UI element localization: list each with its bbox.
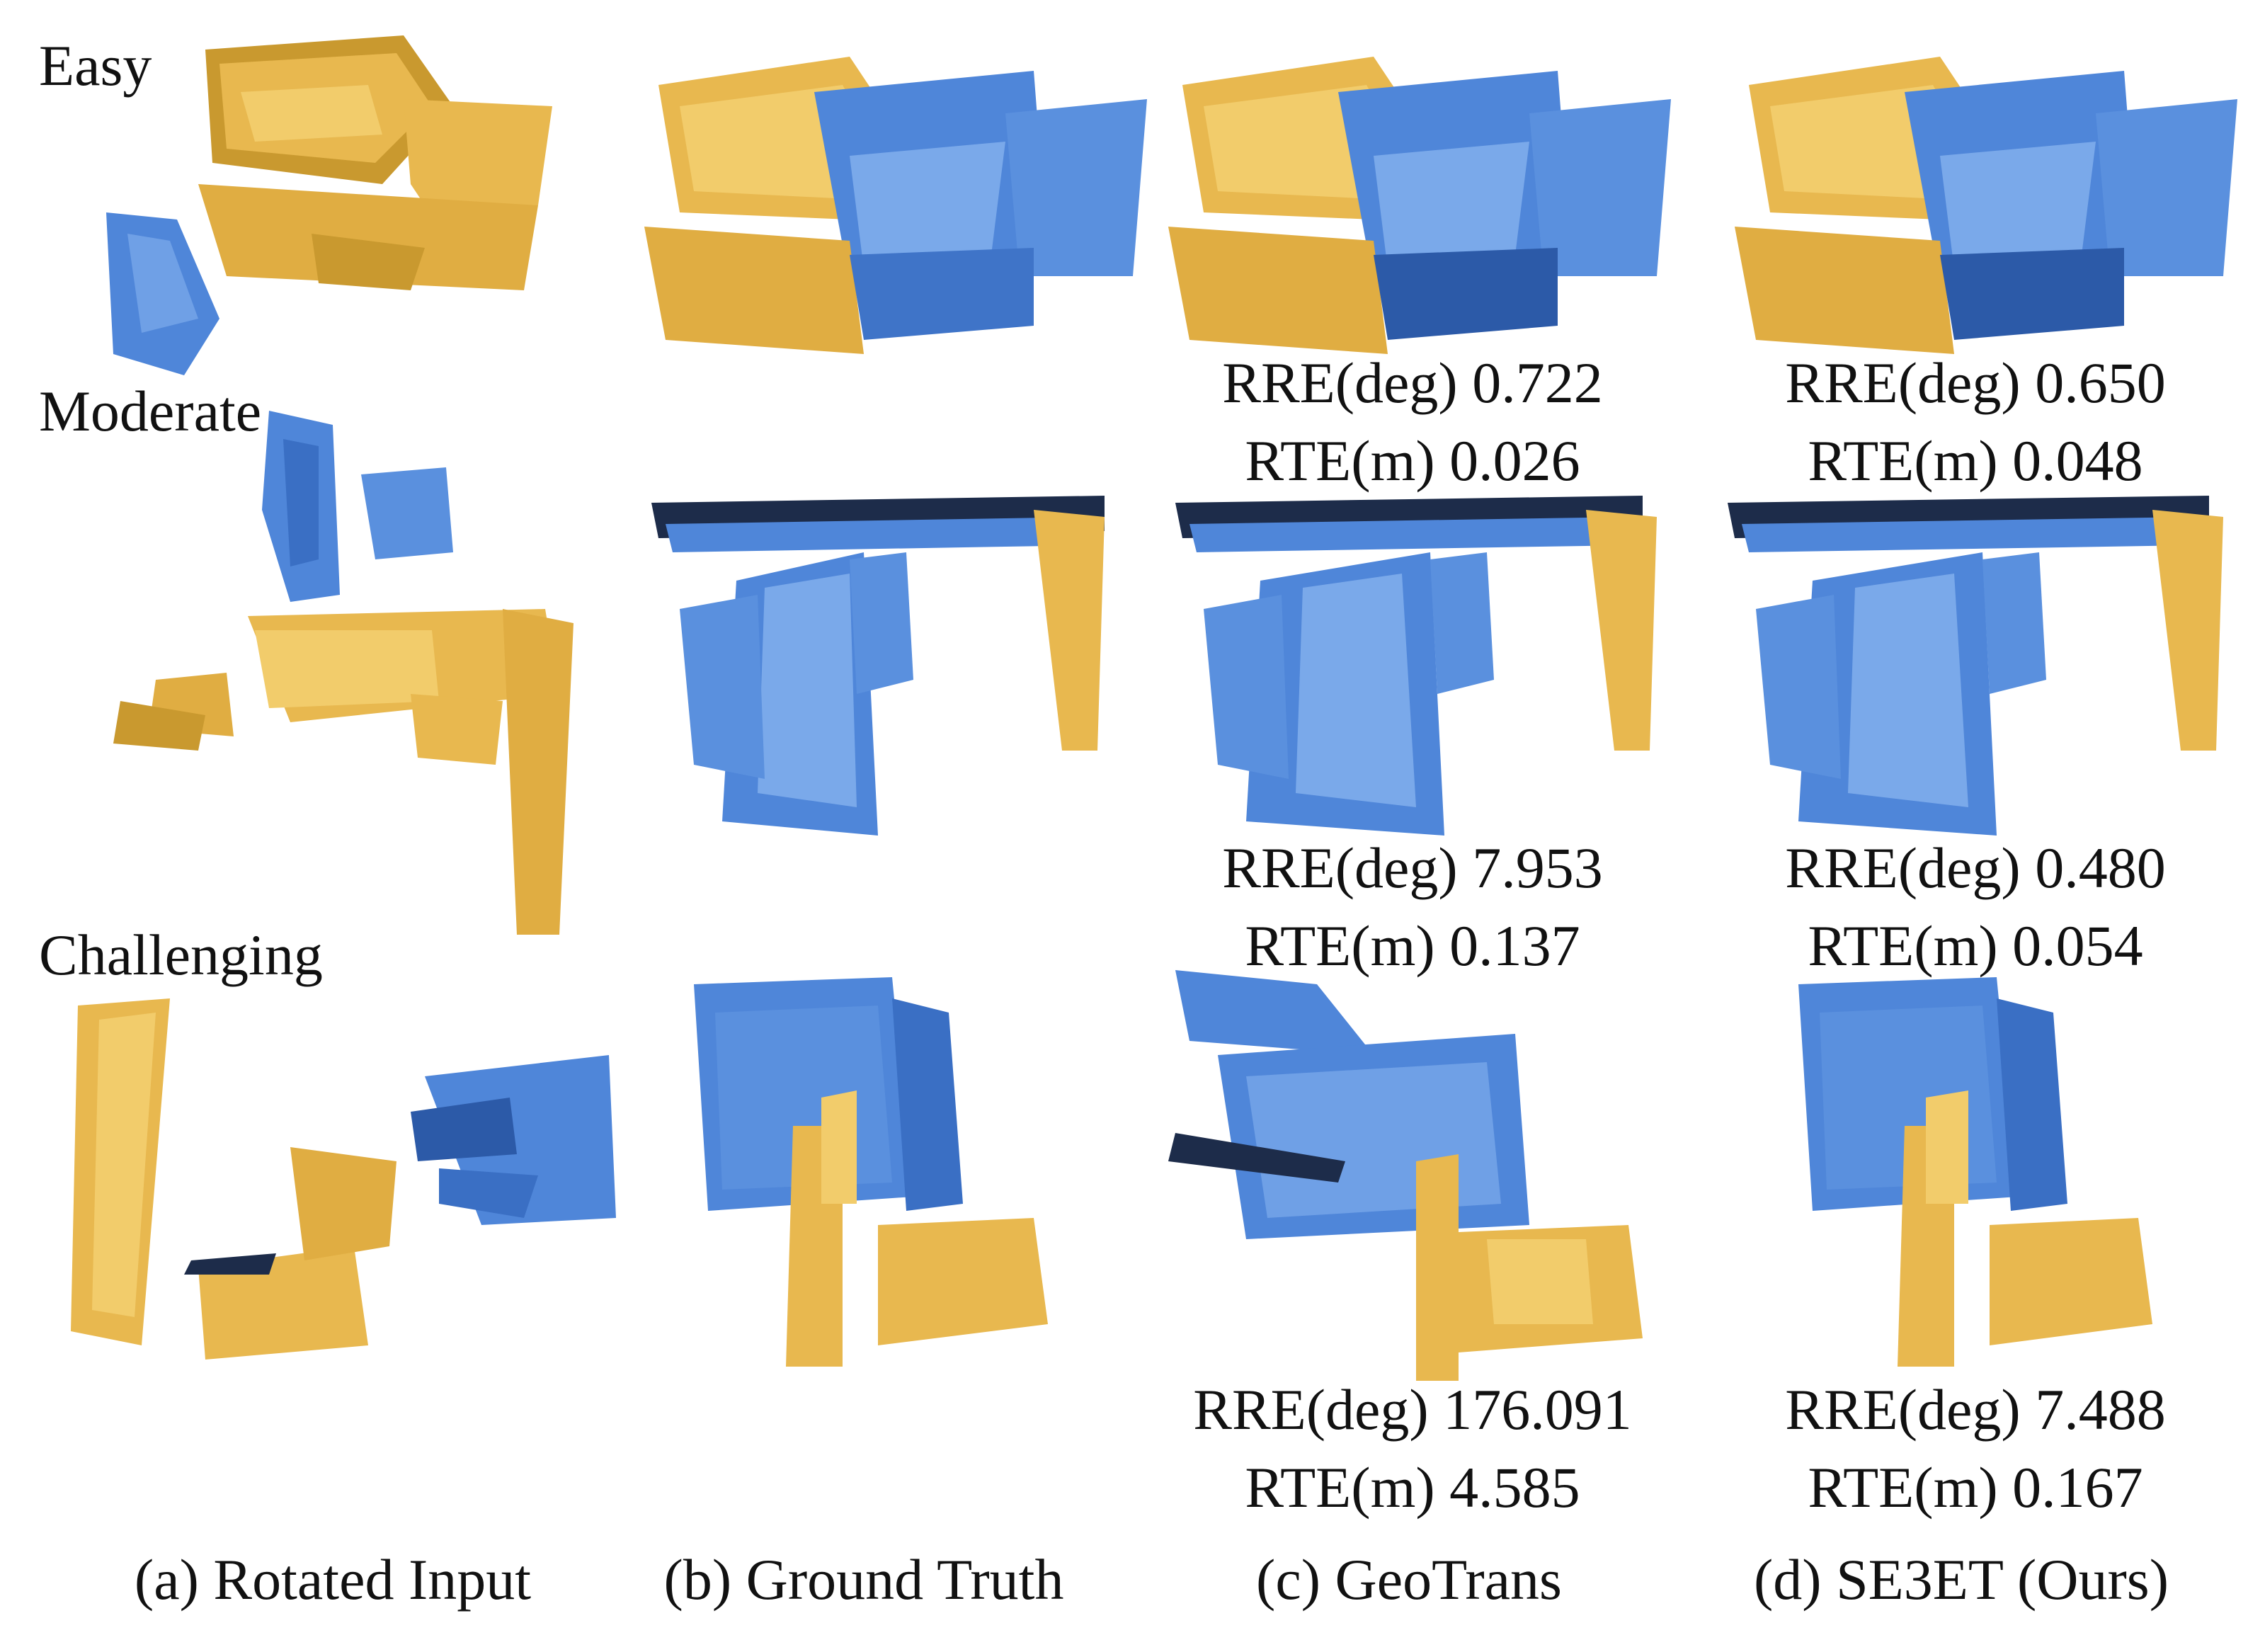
metric-easy-se3et-rre: RRE(deg) 0.650: [1785, 351, 2166, 415]
pointcloud-moderate-geotrans: [1161, 482, 1657, 850]
pointcloud-challenging-ground-truth: [680, 970, 1105, 1367]
metric-moderate-geotrans-rre: RRE(deg) 7.953: [1222, 836, 1603, 900]
metric-easy-geotrans-rre: RRE(deg) 0.722: [1222, 351, 1603, 415]
row-label-easy: Easy: [39, 33, 152, 98]
row-label-challenging: Challenging: [39, 923, 323, 987]
caption-geotrans: (c) GeoTrans: [1256, 1547, 1562, 1612]
metric-challenging-geotrans-rre: RRE(deg) 176.091: [1193, 1377, 1632, 1442]
metric-challenging-se3et-rte: RTE(m) 0.167: [1808, 1455, 2143, 1520]
pointcloud-moderate-ground-truth: [637, 482, 1119, 850]
pointcloud-challenging-geotrans: [1161, 956, 1671, 1381]
metric-moderate-se3et-rre: RRE(deg) 0.480: [1785, 836, 2166, 900]
pointcloud-easy-ground-truth: [637, 42, 1147, 368]
pointcloud-challenging-se3et: [1784, 970, 2181, 1367]
caption-ground-truth: (b) Ground Truth: [663, 1547, 1064, 1612]
pointcloud-easy-rotated-input: [99, 21, 581, 375]
metric-moderate-geotrans-rte: RTE(m) 0.137: [1245, 913, 1580, 978]
metric-easy-geotrans-rte: RTE(m) 0.026: [1245, 428, 1580, 493]
metric-moderate-se3et-rte: RTE(m) 0.054: [1808, 913, 2143, 978]
caption-se3et: (d) SE3ET (Ours): [1753, 1547, 2169, 1612]
pointcloud-challenging-rotated-input: [57, 991, 623, 1388]
metric-easy-se3et-rte: RTE(m) 0.048: [1808, 428, 2143, 493]
pointcloud-easy-geotrans: [1161, 42, 1671, 368]
metric-challenging-geotrans-rte: RTE(m) 4.585: [1245, 1455, 1580, 1520]
caption-rotated-input: (a) Rotated Input: [134, 1547, 532, 1612]
pointcloud-moderate-se3et: [1713, 482, 2223, 850]
pointcloud-easy-se3et: [1728, 42, 2237, 368]
metric-challenging-se3et-rre: RRE(deg) 7.488: [1785, 1377, 2166, 1442]
row-label-moderate: Moderate: [39, 379, 262, 443]
pointcloud-moderate-rotated-input: [106, 397, 574, 935]
